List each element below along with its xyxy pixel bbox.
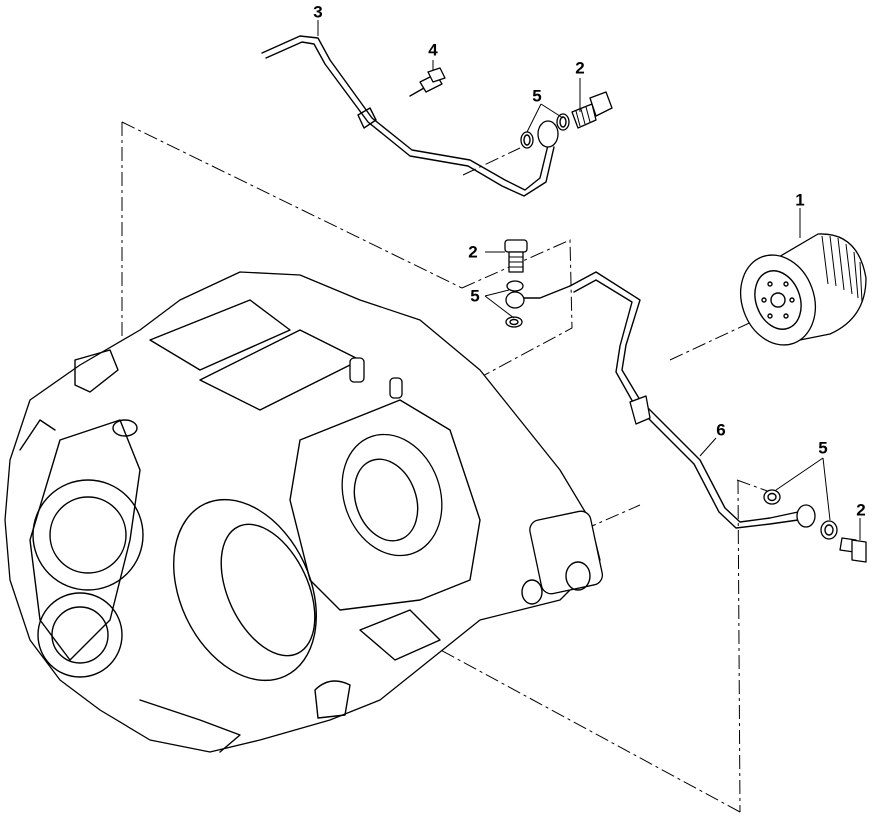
oil-filter bbox=[740, 233, 867, 346]
callout-filter: 1 bbox=[795, 190, 805, 210]
washers-top bbox=[520, 113, 570, 149]
callout-washers-middle: 5 bbox=[470, 286, 480, 306]
washers-middle bbox=[505, 280, 571, 328]
upper-oil-line bbox=[261, 35, 559, 197]
banjo-bolt-right bbox=[839, 537, 867, 563]
banjo-bolt-top bbox=[571, 91, 613, 129]
callout-washers-top: 5 bbox=[532, 86, 542, 106]
banjo-bolt-middle bbox=[504, 239, 528, 273]
lower-oil-line bbox=[569, 271, 816, 529]
callout-banjo-bolt-middle: 2 bbox=[468, 242, 478, 262]
callout-banjo-bolt-top: 2 bbox=[575, 58, 585, 78]
callout-screw: 4 bbox=[428, 40, 438, 60]
callout-upper-oil-line: 3 bbox=[313, 2, 323, 22]
callout-banjo-bolt-right: 2 bbox=[856, 500, 866, 520]
leader-lines bbox=[317, 20, 861, 540]
washers-right bbox=[763, 489, 838, 540]
crankcase bbox=[4, 271, 604, 753]
callout-lower-oil-line: 6 bbox=[716, 420, 726, 440]
callout-washers-right: 5 bbox=[818, 438, 828, 458]
screw bbox=[409, 67, 446, 97]
